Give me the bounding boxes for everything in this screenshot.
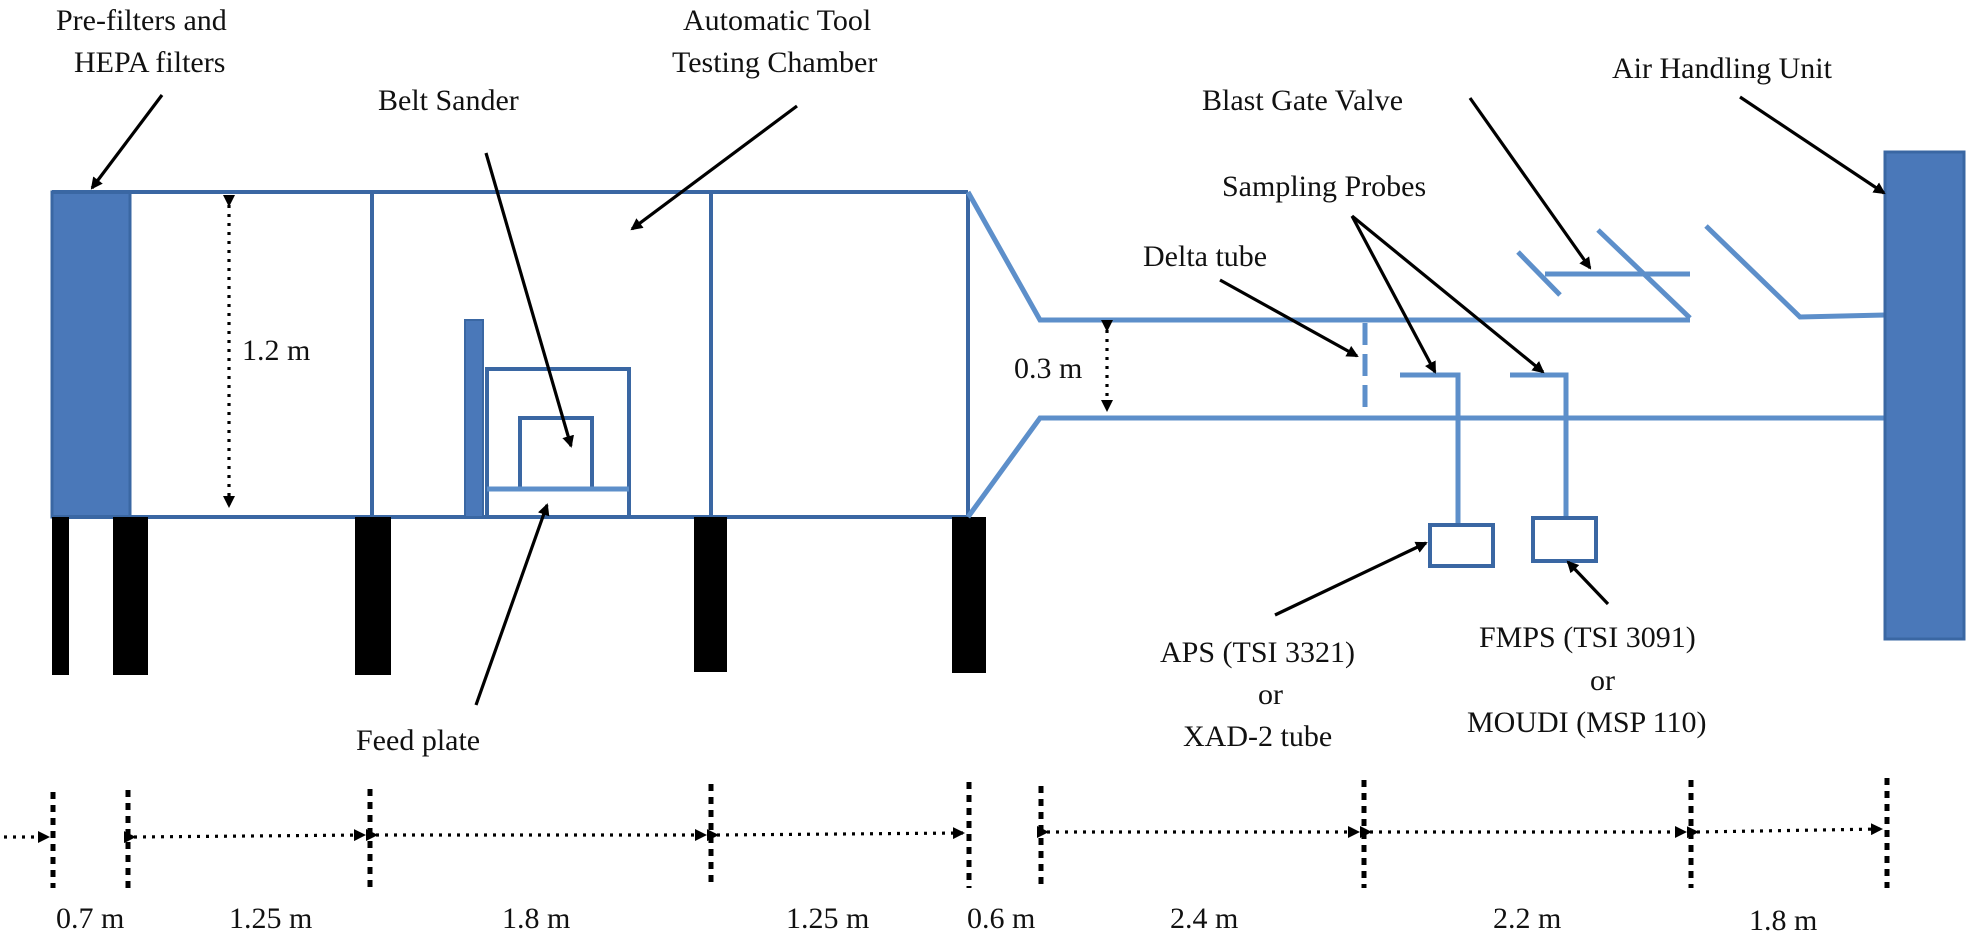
leg — [355, 517, 391, 675]
sampling-probe-arrow-2 — [1350, 214, 1545, 374]
belt-sander-label: Belt Sander — [378, 84, 519, 117]
fmps-label: FMPS (TSI 3091) — [1479, 621, 1696, 654]
blast-gate-arrow — [1468, 97, 1592, 270]
aps-label: XAD-2 tube — [1183, 720, 1332, 753]
aps-instrument — [1428, 523, 1495, 568]
leg — [952, 517, 986, 673]
leg — [694, 517, 727, 672]
testing-chamber — [50, 190, 986, 675]
segment-length: 1.8 m — [502, 902, 570, 935]
leg — [52, 517, 69, 675]
length-scale: 0.7 m 1.25 m 1.8 m 1.25 m 0.6 m 2.4 m 2.… — [4, 778, 1890, 935]
sampling-probe-1 — [1400, 372, 1461, 525]
fmps-label: or — [1590, 664, 1615, 697]
air-handling-arrow — [1739, 95, 1886, 195]
chamber-label: Automatic Tool — [683, 4, 871, 37]
scale-arrow — [123, 829, 366, 844]
scale-arrow — [1686, 823, 1883, 839]
chamber-legs — [52, 517, 986, 675]
chamber-arrow — [630, 104, 798, 231]
annotation-arrows — [90, 94, 1886, 706]
belt-sander-arrow — [484, 152, 574, 448]
labels: Pre-filters and HEPA filters Automatic T… — [56, 4, 1833, 757]
prefilters-arrow — [90, 94, 164, 190]
delta-tube-label: Delta tube — [1143, 240, 1267, 273]
leg — [113, 517, 148, 675]
feed-plate-arrow — [474, 503, 550, 706]
duct-diameter-label: 0.3 m — [1014, 352, 1082, 385]
segment-length: 2.2 m — [1493, 902, 1561, 935]
sander-post — [464, 319, 484, 518]
duct-bottom-transition — [965, 415, 1885, 519]
blast-gate-leaf-2 — [1596, 228, 1692, 320]
prefilters-label: Pre-filters and — [56, 4, 227, 37]
segment-length: 1.25 m — [229, 902, 312, 935]
segment-length: 2.4 m — [1170, 902, 1238, 935]
prefilters-label: HEPA filters — [74, 46, 225, 79]
fmps-instrument — [1531, 516, 1598, 563]
fmps-label: MOUDI (MSP 110) — [1467, 706, 1706, 739]
duct-top-transition — [965, 190, 1690, 323]
prefilter-hepa-block — [50, 190, 132, 519]
bypass-line — [1704, 224, 1886, 320]
aps-label: APS (TSI 3321) — [1160, 636, 1355, 669]
air-handling-unit — [1883, 150, 1966, 641]
dimension-markers — [223, 195, 1113, 508]
chamber-height-label: 1.2 m — [242, 334, 310, 367]
aps-arrow — [1274, 541, 1428, 617]
aps-label: or — [1258, 678, 1283, 711]
blast-gate-label: Blast Gate Valve — [1202, 84, 1403, 117]
sampling-probe-2 — [1510, 372, 1569, 520]
blast-gate-leaf-1 — [1516, 250, 1562, 297]
air-handling-label: Air Handling Unit — [1612, 52, 1833, 85]
delta-tube-arrow — [1219, 278, 1359, 358]
sander-frame — [485, 367, 631, 519]
segment-length: 0.7 m — [56, 902, 124, 935]
feed-plate-label: Feed plate — [356, 724, 480, 757]
scale-arrow — [706, 827, 965, 842]
fmps-arrow — [1566, 560, 1610, 606]
sampling-probe-arrow-1 — [1350, 215, 1437, 374]
segment-length: 1.8 m — [1749, 904, 1817, 935]
sampling-probes-label: Sampling Probes — [1222, 170, 1426, 203]
segment-length: 1.25 m — [786, 902, 869, 935]
chamber-label: Testing Chamber — [672, 46, 877, 79]
duct-system — [965, 150, 1966, 641]
belt-sander — [518, 416, 594, 491]
segment-length: 0.6 m — [967, 902, 1035, 935]
